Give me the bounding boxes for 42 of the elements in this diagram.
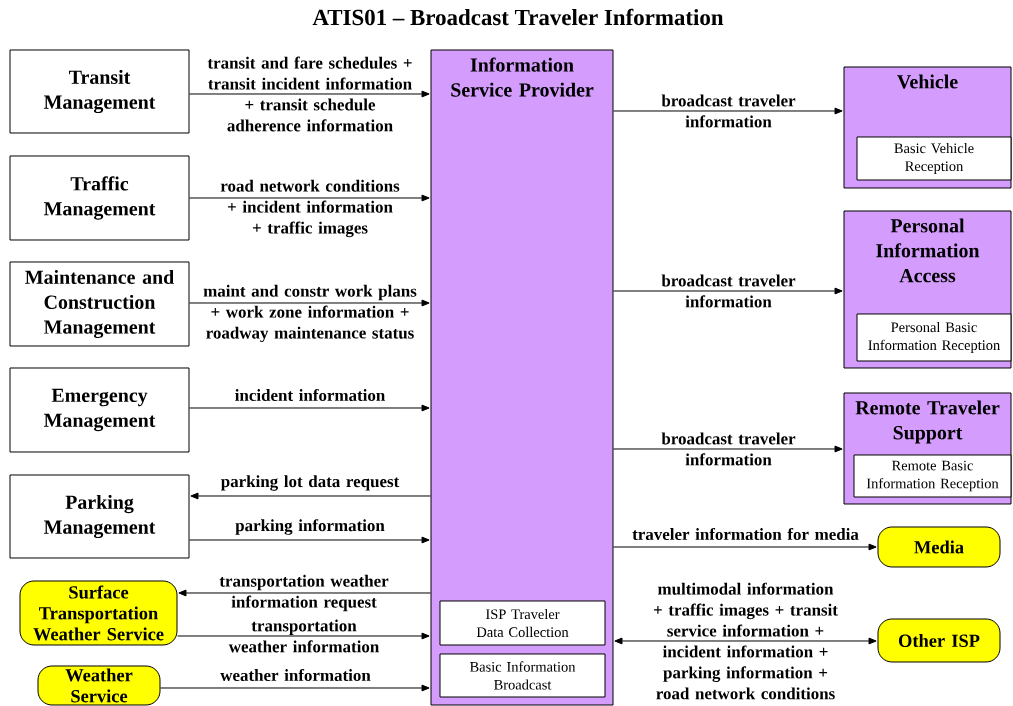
equipment-package-box: Basic Information Broadcast	[439, 653, 606, 698]
arrow	[177, 632, 430, 640]
arrow	[189, 194, 430, 202]
edge-label: transportation weather information	[228, 619, 379, 653]
edge-label: incident information	[235, 388, 385, 402]
edge-label: maint and constr work plans + work zone information + roadway maintenance status	[203, 284, 417, 343]
terminator-box: Maintenance and Construction Management	[9, 261, 190, 347]
arrow	[189, 404, 430, 412]
terminator-box: Transit Management	[9, 49, 190, 134]
edge-label: transit and fare schedules + transit incident information + transit schedule adherence information	[207, 56, 412, 132]
arrow	[614, 637, 877, 645]
terminator-box: Parking Management	[9, 474, 190, 559]
arrow	[178, 589, 431, 597]
external-system-box: Media	[877, 526, 1001, 568]
arrow	[613, 543, 877, 551]
edge-label: broadcast traveler information	[661, 432, 796, 466]
external-system-box: Surface Transportation Weather Service	[19, 580, 178, 646]
diagram-title: ATIS01 – Broadcast Traveler Information	[312, 8, 724, 26]
edge-label: weather information	[220, 668, 371, 682]
arrow	[189, 536, 430, 544]
equipment-package-box: Remote Basic Information Reception	[853, 454, 1012, 498]
external-system-box: Weather Service	[37, 665, 161, 706]
arrow	[189, 90, 430, 98]
external-system-box: Other ISP	[877, 618, 1001, 663]
edge-label: road network conditions + incident information + traffic images	[220, 179, 400, 238]
edge-label: traveler information for media	[632, 527, 859, 541]
edge-label: parking information	[235, 519, 385, 535]
arrow	[160, 684, 430, 692]
terminator-box: Emergency Management	[9, 367, 190, 453]
arrow	[190, 492, 431, 500]
equipment-package-box: Personal Basic Information Reception	[856, 313, 1012, 362]
arrow	[613, 107, 843, 115]
equipment-package-box: Basic Vehicle Reception	[856, 136, 1012, 181]
equipment-package-box: ISP Traveler Data Collection	[439, 600, 606, 646]
terminator-box: Traffic Management	[9, 155, 190, 241]
edge-label: broadcast traveler information	[661, 274, 796, 308]
arrow	[189, 299, 430, 307]
edge-label: parking lot data request	[221, 475, 400, 491]
arrow	[613, 445, 843, 453]
edge-label: broadcast traveler information	[661, 94, 796, 128]
arrow	[613, 287, 843, 295]
edge-label: multimodal information + traffic images + transit service information + incident information + parking information + road network conditions	[653, 582, 838, 700]
